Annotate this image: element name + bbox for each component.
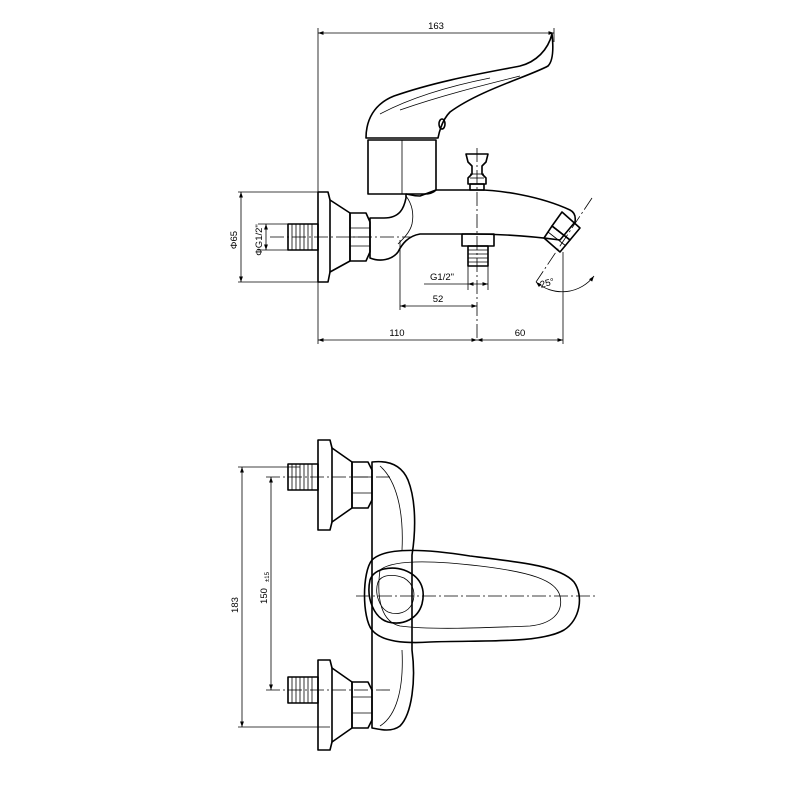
- dim-centers: 150: [259, 588, 270, 604]
- dim-diverter-offset: 52: [433, 294, 444, 305]
- dim-body-depth: 110: [389, 328, 404, 339]
- front-view: 183 150 ±15: [230, 439, 596, 751]
- spout-aerator: [543, 211, 581, 253]
- dim-diverter-thread: G1/2": [430, 272, 454, 283]
- dim-centers-tolerance: ±15: [265, 571, 271, 582]
- front-flange-upper: [317, 439, 333, 531]
- dim-flange-diameter: Φ65: [229, 231, 240, 249]
- front-hex-nut-upper: [351, 461, 373, 509]
- dim-inlet-thread: ΦG1/2": [254, 224, 265, 256]
- front-flange-lower: [317, 659, 333, 751]
- front-hex-nut-lower: [351, 681, 373, 729]
- body-inner-curve: [397, 195, 414, 245]
- dim-outlet-angle: 25°: [539, 276, 556, 290]
- dim-overall-height: 183: [230, 597, 241, 613]
- cartridge-housing: [367, 139, 437, 197]
- dim-arc-outlet-angle: [535, 275, 595, 293]
- mixer-body: [369, 189, 577, 261]
- lever-handle: [365, 33, 554, 139]
- outlet-axis: [535, 197, 593, 283]
- front-lever-handle: [363, 549, 581, 644]
- dim-total-length: 163: [428, 21, 444, 32]
- flange-cone: [329, 199, 351, 273]
- shower-outlet: [461, 233, 495, 267]
- front-mixer-body: [371, 460, 416, 731]
- front-cartridge-cap: [368, 567, 424, 624]
- front-lever-inner: [378, 561, 562, 629]
- dim-spout-reach: 60: [515, 328, 526, 339]
- side-view: 163 Φ65 ΦG1/2" G1/2" 52 110 60 25°: [229, 21, 595, 344]
